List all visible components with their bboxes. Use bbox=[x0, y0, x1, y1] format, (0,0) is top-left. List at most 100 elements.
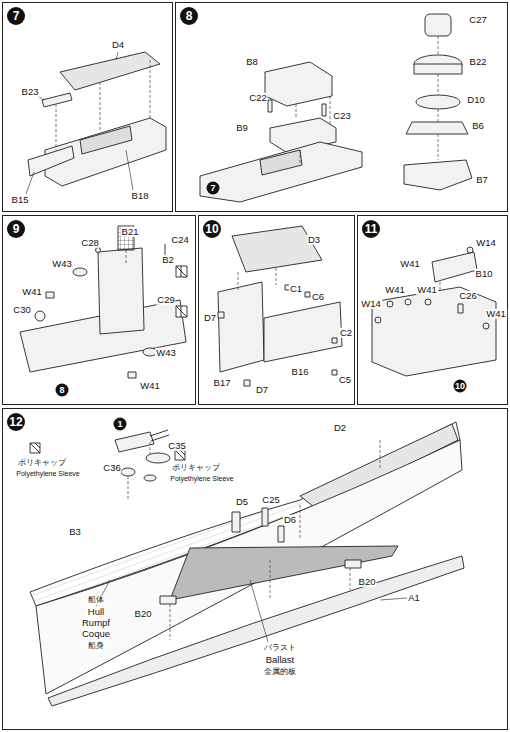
step-panel: 12 bbox=[2, 408, 508, 730]
callout-number: 7 bbox=[207, 182, 220, 195]
part-b15 bbox=[28, 146, 74, 176]
part-label: D2 bbox=[333, 423, 347, 433]
part-c28 bbox=[96, 248, 101, 253]
part-label: B3 bbox=[68, 527, 82, 537]
part-label: B9 bbox=[235, 123, 249, 133]
part-label: C30 bbox=[12, 305, 31, 315]
hull bbox=[36, 440, 462, 694]
part-label: C35 bbox=[167, 441, 186, 451]
part-label: W43 bbox=[51, 259, 73, 269]
callout-number: 8 bbox=[56, 384, 69, 397]
part-label: W14 bbox=[360, 299, 382, 309]
part-w43 bbox=[73, 268, 87, 276]
part-label: C5 bbox=[338, 375, 352, 385]
part-b10 bbox=[432, 252, 477, 282]
part-label: B17 bbox=[213, 378, 232, 388]
callout-number: 10 bbox=[454, 380, 467, 393]
part-label: B10 bbox=[475, 269, 494, 279]
part-b16 bbox=[264, 302, 342, 362]
part-b8 bbox=[265, 62, 332, 106]
part-label: ポリキャップ bbox=[17, 459, 67, 468]
part-b7 bbox=[404, 160, 472, 190]
part-label: C26 bbox=[458, 291, 477, 301]
step-number: 8 bbox=[180, 7, 198, 25]
turret-1 bbox=[115, 432, 154, 452]
step-number: 7 bbox=[7, 7, 25, 25]
part-label: D4 bbox=[111, 40, 125, 50]
step-number: 9 bbox=[7, 220, 25, 238]
part-c22 bbox=[268, 100, 272, 112]
step7-assembly bbox=[200, 142, 362, 202]
part-label: D7 bbox=[255, 385, 269, 395]
part-label: Polyethylene Sleeve bbox=[15, 470, 80, 478]
part-b6 bbox=[406, 122, 468, 134]
part-w41 bbox=[46, 292, 54, 298]
part-label: B6 bbox=[471, 121, 485, 131]
part-d3 bbox=[232, 226, 322, 272]
part-d4 bbox=[60, 52, 160, 90]
part-label: B7 bbox=[475, 175, 489, 185]
step-panel: 7 bbox=[2, 2, 173, 212]
part-label: Ballast bbox=[265, 655, 296, 665]
part-a1 bbox=[48, 556, 464, 706]
step10-assembly bbox=[372, 287, 496, 376]
part-label: C22 bbox=[248, 93, 267, 103]
callout-number: 1 bbox=[114, 418, 127, 431]
part-label: W41 bbox=[384, 285, 406, 295]
part-label: W43 bbox=[155, 348, 177, 358]
part-label: B16 bbox=[291, 367, 310, 377]
part-label: C23 bbox=[332, 111, 351, 121]
part-label: D10 bbox=[466, 95, 485, 105]
part-label: D6 bbox=[283, 515, 297, 525]
part-label: Rumpf bbox=[81, 618, 111, 628]
step-number: 10 bbox=[203, 220, 221, 238]
part-label: B2 bbox=[161, 255, 175, 265]
part-label: W41 bbox=[485, 309, 507, 319]
leader-lines bbox=[26, 52, 407, 642]
part-label: 金属的板 bbox=[263, 668, 297, 677]
part-label: C36 bbox=[102, 463, 121, 473]
part-label: C24 bbox=[170, 235, 189, 245]
part-label: B20 bbox=[134, 609, 153, 619]
step-number: 11 bbox=[362, 220, 380, 238]
part-label: W41 bbox=[416, 285, 438, 295]
part-label: C6 bbox=[311, 292, 325, 302]
part-label: B8 bbox=[245, 57, 259, 67]
part-label: C2 bbox=[339, 328, 353, 338]
part-label: ポリキャップ bbox=[171, 464, 221, 473]
part-c30 bbox=[35, 311, 45, 321]
part-label: D5 bbox=[235, 497, 249, 507]
part-c23 bbox=[322, 104, 326, 116]
part-label: C1 bbox=[289, 284, 303, 294]
part-label: B21 bbox=[121, 227, 140, 237]
part-label: C25 bbox=[261, 495, 280, 505]
part-label: W14 bbox=[475, 238, 497, 248]
part-c35 bbox=[146, 453, 170, 463]
part-label: Hull bbox=[87, 607, 105, 617]
part-label: D3 bbox=[307, 235, 321, 245]
step-panel: 8 bbox=[175, 2, 508, 212]
part-d10 bbox=[416, 95, 460, 109]
part-label: W41 bbox=[21, 287, 43, 297]
part-label: B23 bbox=[21, 87, 40, 97]
part-b17 bbox=[218, 282, 264, 372]
part-label: バラスト bbox=[263, 644, 297, 653]
part-c36 bbox=[121, 468, 135, 476]
part-label: Coque bbox=[81, 629, 111, 639]
part-c27 bbox=[425, 14, 451, 36]
assembly-guides bbox=[56, 36, 440, 640]
part-w41 bbox=[128, 372, 136, 378]
part-label: C27 bbox=[468, 15, 487, 25]
part-label: 船体 bbox=[87, 596, 105, 605]
part-label: C28 bbox=[80, 238, 99, 248]
part-label: B15 bbox=[11, 195, 30, 205]
step-number: 12 bbox=[7, 413, 25, 431]
bridge-tower bbox=[98, 248, 144, 334]
part-label: C29 bbox=[156, 295, 175, 305]
part-b22 bbox=[414, 55, 462, 73]
part-label: B18 bbox=[131, 191, 150, 201]
part-label: B22 bbox=[469, 57, 488, 67]
part-label: B20 bbox=[358, 577, 377, 587]
step-panel: 10 bbox=[198, 215, 355, 405]
